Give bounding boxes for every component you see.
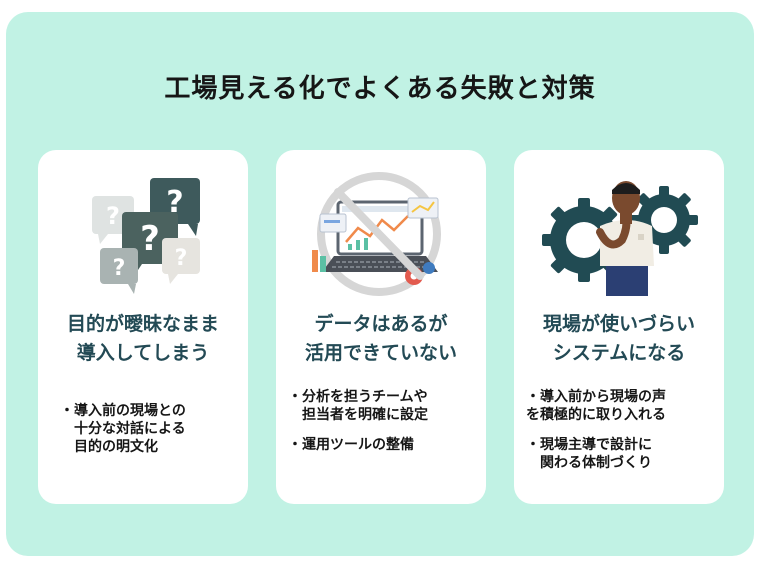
countermeasure-list: ・導入前の現場との 十分な対話による 目的の明文化 <box>60 402 256 468</box>
countermeasure-item: ・導入前から現場の声 を積極的に取り入れる <box>526 388 722 424</box>
countermeasure-line: を積極的に取り入れる <box>526 407 666 423</box>
prohibited-laptop-dashboard-icon <box>312 172 441 296</box>
countermeasure-line: 十分な対話による <box>60 421 186 437</box>
countermeasure-line: 担当者を明確に設定 <box>288 407 428 423</box>
card-heading-line: データはあるが <box>314 313 448 335</box>
card-heading: 現場が使いづらい システムになる <box>514 310 724 368</box>
page-title: 工場見える化でよくある失敗と対策 <box>164 74 596 104</box>
countermeasure-line: 関わる体制づくり <box>526 455 652 471</box>
confused-person-gears-icon <box>542 181 698 296</box>
question-bubbles-icon: ? ? ? ? ? <box>92 178 200 294</box>
countermeasure-item: ・運用ツールの整備 <box>288 436 484 454</box>
svg-text:?: ? <box>175 246 188 271</box>
failure-card-3: 現場が使いづらい システムになる ・導入前から現場の声 を積極的に取り入れる ・… <box>514 150 724 504</box>
failure-card-1: ? ? ? ? ? 目的が曖昧なまま 導入してしまう ・導入前の現場との 十分な… <box>38 150 248 504</box>
countermeasure-line: 目的の明文化 <box>60 439 158 455</box>
countermeasure-list: ・分析を担うチームや 担当者を明確に設定 ・運用ツールの整備 <box>288 388 484 466</box>
countermeasure-item: ・現場主導で設計に 関わる体制づくり <box>526 436 722 472</box>
card-heading-line: 現場が使いづらい <box>542 313 695 335</box>
card-heading-line: 活用できていない <box>304 342 457 364</box>
failure-card-2: データはあるが 活用できていない ・分析を担うチームや 担当者を明確に設定 ・運… <box>276 150 486 504</box>
countermeasure-list: ・導入前から現場の声 を積極的に取り入れる ・現場主導で設計に 関わる体制づくり <box>526 388 722 484</box>
svg-text:?: ? <box>140 219 160 259</box>
countermeasure-line: ・導入前から現場の声 <box>526 389 666 405</box>
countermeasure-line: ・運用ツールの整備 <box>288 437 414 453</box>
countermeasure-item: ・分析を担うチームや 担当者を明確に設定 <box>288 388 484 424</box>
countermeasure-line: ・現場主導で設計に <box>526 437 652 453</box>
card-heading-line: システムになる <box>552 342 686 364</box>
card-heading: データはあるが 活用できていない <box>276 310 486 368</box>
card-heading-line: 導入してしまう <box>76 342 210 364</box>
svg-text:?: ? <box>106 202 120 230</box>
card-heading-line: 目的が曖昧なまま <box>66 313 219 335</box>
countermeasure-item: ・導入前の現場との 十分な対話による 目的の明文化 <box>60 402 256 456</box>
svg-text:?: ? <box>166 185 183 220</box>
card-heading: 目的が曖昧なまま 導入してしまう <box>38 310 248 368</box>
countermeasure-line: ・分析を担うチームや <box>288 389 428 405</box>
svg-text:?: ? <box>113 256 126 281</box>
countermeasure-line: ・導入前の現場との <box>60 403 186 419</box>
